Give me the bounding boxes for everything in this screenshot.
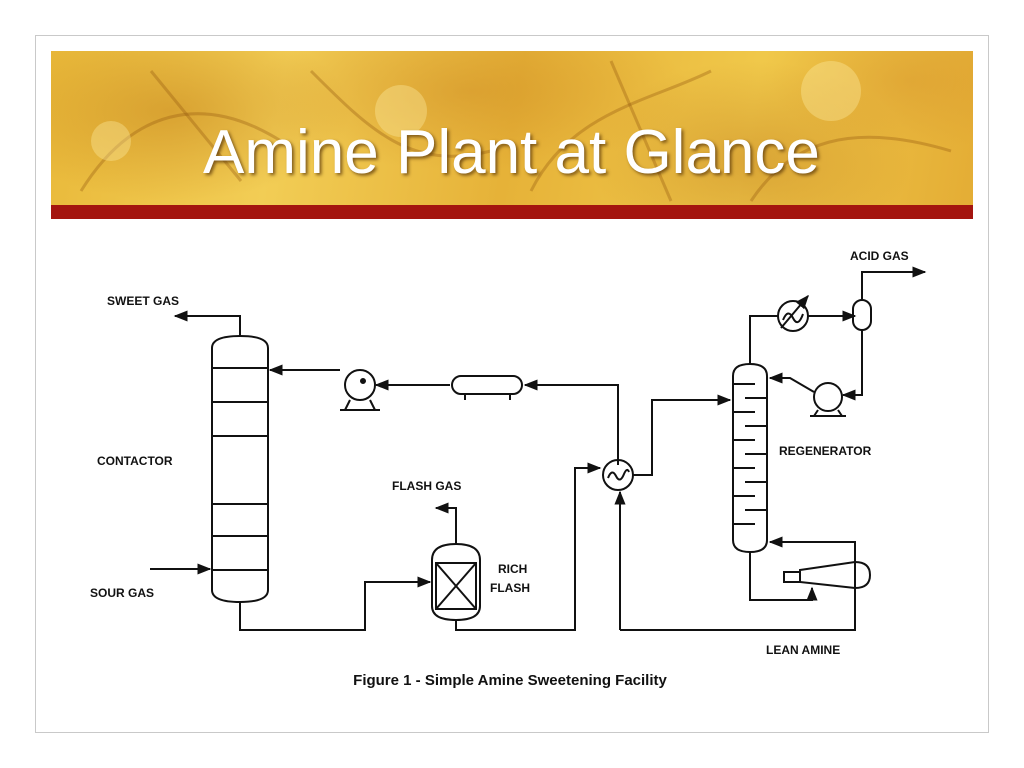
regenerator-to-reboiler-line <box>749 552 818 601</box>
condenser <box>777 294 809 332</box>
contactor-column <box>211 334 269 604</box>
sour-gas-label: SOUR GAS <box>90 586 154 600</box>
flash-gas-line <box>434 502 457 544</box>
regenerator-column <box>732 362 768 554</box>
reflux-pump <box>810 382 846 417</box>
reflux-return-line <box>841 330 863 401</box>
exchanger-to-regenerator-line <box>633 394 732 476</box>
rich-amine-to-flash-line <box>239 576 432 631</box>
figure-caption-text: Figure 1 - Simple Amine Sweetening Facil… <box>353 672 667 689</box>
rich-flash-drum <box>431 542 481 622</box>
acid-gas-label: ACID GAS <box>850 249 909 263</box>
rich-flash-label-line1: RICH <box>498 562 527 576</box>
figure-caption: Figure 1 - Simple Amine Sweetening Facil… <box>0 672 1024 689</box>
process-flow-diagram: SWEET GAS CONTACTOR SOUR GAS FLASH GAS R… <box>70 232 960 712</box>
reboiler <box>783 560 872 590</box>
regenerator-label: REGENERATOR <box>779 444 872 458</box>
contactor-label: CONTACTOR <box>97 454 173 468</box>
reflux-drum <box>852 294 872 331</box>
flash-to-exchanger-line <box>455 462 602 631</box>
overhead-line <box>749 315 778 364</box>
surge-drum <box>451 375 523 400</box>
flash-gas-label: FLASH GAS <box>392 479 461 493</box>
lean-amine-pump <box>340 369 380 411</box>
sweet-gas-label: SWEET GAS <box>107 294 179 308</box>
lean-amine-return-line <box>620 536 856 631</box>
sweet-gas-line <box>173 310 241 336</box>
process-flow-svg: SWEET GAS CONTACTOR SOUR GAS FLASH GAS R… <box>90 249 927 657</box>
banner-texture <box>79 60 952 202</box>
slide-title: Amine Plant at Glance <box>203 118 820 187</box>
acid-gas-line <box>861 266 927 294</box>
lean-amine-label: LEAN AMINE <box>766 643 840 657</box>
title-underline-bar <box>51 205 973 219</box>
rich-flash-label-line2: FLASH <box>490 581 530 595</box>
exchanger-to-drum-line <box>523 379 619 465</box>
title-banner <box>51 51 973 205</box>
